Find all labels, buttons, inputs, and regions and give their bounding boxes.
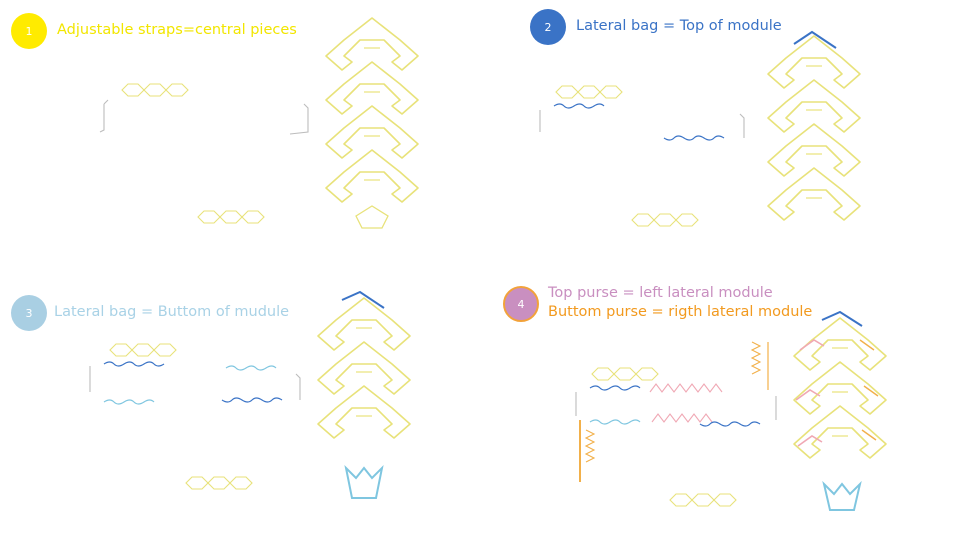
panel-1-chevron-stack bbox=[325, 17, 419, 229]
step-2-number: 2 bbox=[544, 20, 552, 34]
panel-4-art bbox=[575, 310, 887, 511]
panel-3-chevron-stack bbox=[317, 290, 411, 499]
step-2-badge: 2 bbox=[530, 9, 566, 45]
step-3-label: Lateral bag = Buttom of mudule bbox=[54, 304, 290, 320]
step-1-number: 1 bbox=[25, 24, 33, 38]
step-4-label-line1: Top purse = left lateral module bbox=[548, 285, 773, 301]
step-4-badge: 4 bbox=[503, 286, 539, 322]
panel-1-art bbox=[99, 17, 419, 229]
step-3-number: 3 bbox=[25, 306, 33, 320]
step-2-label: Lateral bag = Top of module bbox=[576, 18, 782, 34]
step-3-badge: 3 bbox=[11, 295, 47, 331]
panel-4-chevron-stack bbox=[793, 310, 887, 511]
step-4-label-line2: Buttom purse = rigth lateral module bbox=[548, 304, 813, 320]
panel-2-art bbox=[539, 30, 861, 227]
step-1-badge: 1 bbox=[11, 13, 47, 49]
step-4-number: 4 bbox=[517, 297, 525, 311]
panel-2-chevron-stack bbox=[767, 30, 861, 221]
panel-3-art bbox=[89, 290, 411, 499]
step-1-label: Adjustable straps=central pieces bbox=[57, 22, 297, 38]
